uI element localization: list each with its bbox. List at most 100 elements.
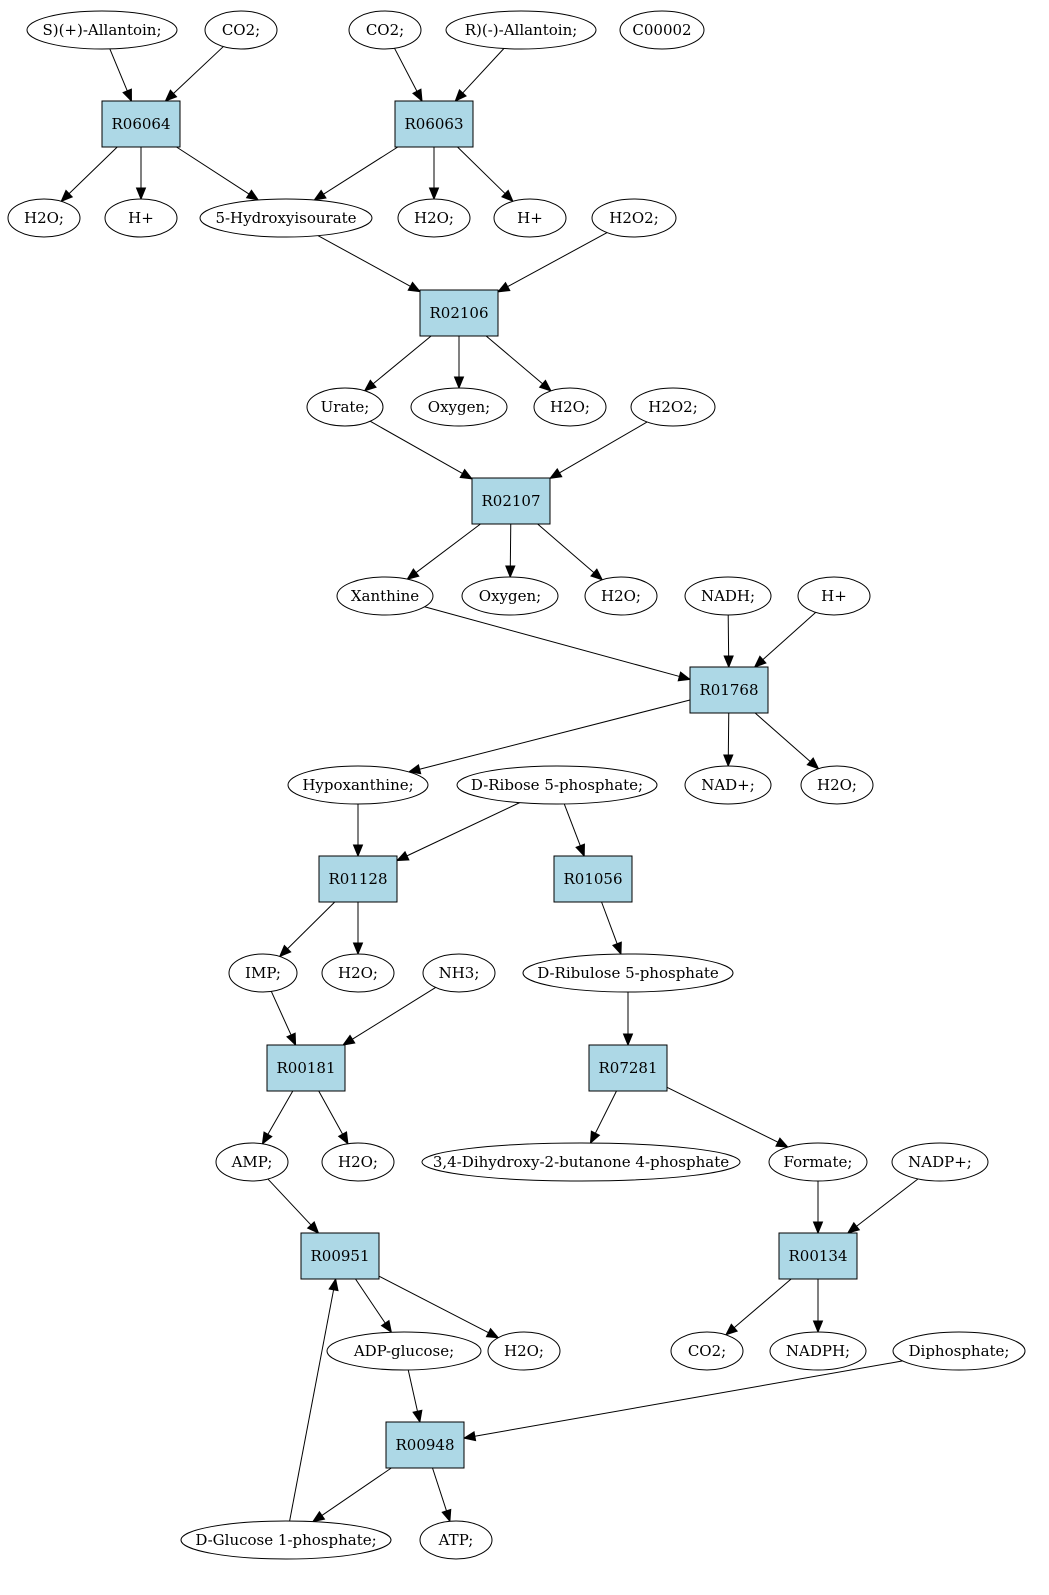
edge-r06063-to-n-h2o-2 [428,147,440,201]
node-label: H+ [517,209,543,227]
node-label: R00951 [310,1247,369,1265]
compound-node-n-amp[interactable]: AMP; [215,1142,289,1182]
edge-n-s-allantoin-to-r06064 [109,48,132,103]
compound-node-n-hplus-2[interactable]: H+ [493,198,567,238]
compound-node-n-glucose1p[interactable]: D-Glucose 1-phosphate; [180,1520,392,1560]
edge-r07281-to-n-formate [666,1086,789,1148]
compound-node-n-h2o-5[interactable]: H2O; [800,765,874,805]
compound-ellipse [422,953,496,993]
edge-line [369,420,463,474]
reaction-node-r00951[interactable]: R00951 [300,1232,380,1280]
edge-r02107-to-n-oxygen-2 [505,523,516,579]
arrowhead-icon [459,468,474,480]
reaction-node-r01768[interactable]: R01768 [689,666,769,714]
edge-n-co2-a-to-r06064 [164,46,224,102]
reaction-node-r00181[interactable]: R00181 [266,1044,346,1092]
compound-node-n-h2o-8[interactable]: H2O; [487,1331,561,1371]
compound-node-n-ribulose5p[interactable]: D-Ribulose 5-phosphate [522,953,734,993]
compound-node-n-hplus-1[interactable]: H+ [104,198,178,238]
edge-line [601,901,618,944]
reaction-box [689,666,769,714]
compound-node-n-co2-a[interactable]: CO2; [204,10,278,50]
reaction-node-r06064[interactable]: R06064 [101,100,181,148]
compound-node-n-5hiu[interactable]: 5-Hydroxyisourate [199,198,373,238]
arrowhead-icon [812,1221,824,1235]
node-label: R02106 [429,304,488,322]
compound-node-n-dhbp[interactable]: 3,4-Dihydroxy-2-butanone 4-phosphate [421,1142,741,1182]
compound-node-n-atp[interactable]: ATP; [419,1520,493,1560]
compound-node-n-h2o-3[interactable]: H2O; [533,387,607,427]
compound-node-n-adpglucose[interactable]: ADP-glucose; [326,1331,482,1371]
compound-node-n-nh3[interactable]: NH3; [422,953,496,993]
compound-ellipse [800,765,874,805]
node-label: CO2; [688,1342,726,1360]
compound-node-n-oxygen-2[interactable]: Oxygen; [461,576,559,616]
edge-r02107-to-n-xanthine [406,523,481,580]
compound-node-n-nadph[interactable]: NADPH; [769,1331,867,1371]
arrowhead-icon [501,189,514,203]
edge-r01056-to-n-ribulose5p [601,901,622,956]
reaction-node-r01128[interactable]: R01128 [318,855,398,903]
compound-node-n-h2o-6[interactable]: H2O; [321,953,395,993]
compound-node-n-diphosphate[interactable]: Diphosphate; [892,1331,1026,1371]
compound-node-n-xanthine[interactable]: Xanthine [336,576,434,616]
compound-node-n-nadpplus[interactable]: NADP+; [891,1142,989,1182]
reaction-box [318,855,398,903]
compound-node-n-h2o-7[interactable]: H2O; [321,1142,395,1182]
compound-node-n-oxygen-1[interactable]: Oxygen; [410,387,508,427]
arrowhead-icon [723,754,734,768]
compound-node-n-co2-c[interactable]: CO2; [670,1331,744,1371]
arrowhead-icon [485,1327,500,1339]
compound-ellipse [684,765,772,805]
compound-node-n-urate[interactable]: Urate; [306,387,384,427]
arrowhead-icon [812,1320,824,1334]
compound-ellipse [768,1142,868,1182]
compound-node-n-h2o-4[interactable]: H2O; [584,576,658,616]
node-label: R06064 [111,115,170,133]
node-layer: S)(+)-Allantoin; CO2; CO2; R)(-)-Allantoin;… [7,10,1026,1560]
edge-n-nadh-to-r01768 [723,614,734,669]
compound-node-n-hplus-3[interactable]: H+ [797,576,871,616]
node-label: D-Glucose 1-phosphate; [195,1531,376,1549]
compound-node-n-c00002[interactable]: C00002 [619,10,705,50]
node-label: CO2; [222,21,260,39]
reaction-box [778,1232,858,1280]
edge-n-ribose5p-to-r01128 [395,802,520,862]
node-label: NADH; [701,587,755,605]
compound-node-n-s-allantoin[interactable]: S)(+)-Allantoin; [26,10,178,50]
reaction-box [300,1232,380,1280]
compound-node-n-nadh[interactable]: NADH; [684,576,772,616]
arrowhead-icon [412,88,423,103]
edge-line [287,901,336,950]
compound-ellipse [215,1142,289,1182]
node-label: 5-Hydroxyisourate [215,209,356,227]
reaction-node-r02106[interactable]: R02106 [419,289,499,337]
compound-node-n-co2-b[interactable]: CO2; [348,10,422,50]
compound-node-n-h2o2-1[interactable]: H2O2; [591,198,677,238]
compound-node-n-nadplus[interactable]: NAD+; [684,765,772,805]
compound-node-n-imp[interactable]: IMP; [228,953,298,993]
compound-node-n-ribose5p[interactable]: D-Ribose 5-phosphate; [456,765,658,805]
edge-n-ribulose5p-to-r07281 [622,992,634,1047]
compound-node-n-r-allantoin[interactable]: R)(-)-Allantoin; [445,10,597,50]
node-label: D-Ribulose 5-phosphate [537,964,719,982]
compound-node-n-h2o2-2[interactable]: H2O2; [630,387,716,427]
reaction-node-r01056[interactable]: R01056 [553,855,633,903]
node-label: H2O; [338,964,378,982]
compound-node-n-formate[interactable]: Formate; [768,1142,868,1182]
compound-node-n-h2o-1[interactable]: H2O; [7,198,81,238]
reaction-node-r07281[interactable]: R07281 [588,1044,668,1092]
reaction-node-r00948[interactable]: R00948 [385,1421,465,1469]
node-label: AMP; [231,1153,273,1171]
compound-ellipse [684,576,772,616]
compound-node-n-hypoxanthine[interactable]: Hypoxanthine; [287,765,429,805]
compound-node-n-h2o-2[interactable]: H2O; [397,198,471,238]
edge-line [267,1178,312,1226]
reaction-node-r06063[interactable]: R06063 [394,100,474,148]
node-label: Diphosphate; [909,1342,1010,1360]
arrowhead-icon [363,379,377,392]
reaction-node-r02107[interactable]: R02107 [471,477,551,525]
edge-r01768-to-n-hypoxanthine [407,699,691,775]
compound-ellipse [522,953,734,993]
reaction-node-r00134[interactable]: R00134 [778,1232,858,1280]
